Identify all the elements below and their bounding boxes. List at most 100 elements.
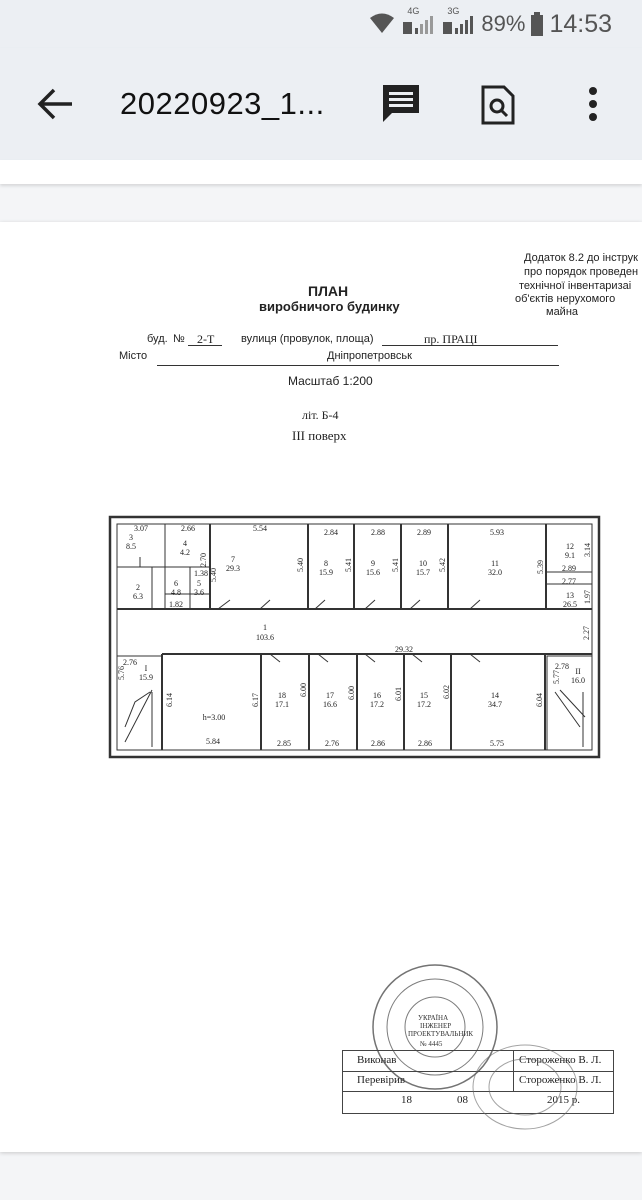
room-3-number: 3 (129, 533, 133, 542)
more-vert-icon[interactable] (587, 86, 599, 122)
room-7-width: 5.54 (253, 524, 267, 533)
dim-1-97: 1.97 (583, 590, 592, 604)
dim-5-40-b: 5.40 (296, 558, 305, 572)
corridor-number: 1 (263, 623, 267, 632)
dim-5-42: 5.42 (438, 558, 447, 572)
room-15-number: 15 (420, 691, 428, 700)
room-16-area: 17.2 (370, 700, 384, 709)
room-9-width: 2.88 (371, 528, 385, 537)
floor-label: III поверх (292, 428, 347, 443)
stair-left (116, 655, 163, 751)
room-17-number: 17 (326, 691, 334, 700)
street-underline (382, 345, 558, 346)
room-13-area: 26.5 (563, 600, 577, 609)
room-9-area: 15.6 (366, 568, 380, 577)
dim-2-70: 2.70 (199, 553, 208, 567)
street-value: пр. ПРАЦІ (424, 332, 478, 346)
room-18-number: 18 (278, 691, 286, 700)
dim-1-38: 1.38 (194, 569, 208, 578)
room-11-area: 32.0 (488, 568, 502, 577)
dim-6-04: 6.04 (535, 693, 544, 707)
room-15-area: 17.2 (417, 700, 431, 709)
stamp-text-2: ІНЖЕНЕР (420, 1022, 451, 1030)
official-stamp-2 (472, 1044, 578, 1130)
room-10-area: 15.7 (416, 568, 430, 577)
stamp-text-3: ПРОЕКТУВАЛЬНИК (408, 1030, 473, 1038)
height-label: h=3.00 (203, 713, 226, 722)
corridor-length: 29.32 (395, 645, 413, 654)
dim-1-82: 1.82 (169, 600, 183, 609)
dim-5-39: 5.39 (536, 560, 545, 574)
dim-3-14: 3.14 (583, 543, 592, 557)
dim-5-76: 5.76 (117, 666, 126, 680)
room-4-number: 4 (183, 539, 187, 548)
room-8-number: 8 (324, 559, 328, 568)
signature-table: Виконав Стороженко В. Л. Перевірив Сторо… (342, 1050, 614, 1114)
stair-I-area: 15.9 (139, 673, 153, 682)
room-9-number: 9 (371, 559, 375, 568)
scale-label: Масштаб 1:200 (288, 374, 373, 388)
floor-plan: 38.53.0744.22.66729.35.54815.92.84915.62… (108, 515, 601, 759)
appendix-line-1: Додаток 8.2 до інструк (524, 252, 638, 264)
room-6-area: 4.8 (171, 588, 181, 597)
room-10-width: 2.89 (417, 528, 431, 537)
document-search-icon[interactable] (480, 84, 516, 126)
room-7-number: 7 (231, 555, 235, 564)
signal-3g-icon: 3G (441, 6, 475, 36)
date-month: 08 (457, 1094, 468, 1106)
room-18-area: 17.1 (275, 700, 289, 709)
room-7-area: 29.3 (226, 564, 240, 573)
dim-5-84: 5.84 (206, 737, 220, 746)
dim-5-40-a: 5.40 (209, 568, 218, 582)
room-11-width: 5.93 (490, 528, 504, 537)
room-12-number: 12 (566, 542, 574, 551)
date-day: 18 (401, 1094, 412, 1106)
room-4-area: 4.2 (180, 548, 190, 557)
stair-right (546, 655, 593, 751)
room-3-area: 8.5 (126, 542, 136, 551)
number-label: № (173, 333, 185, 345)
outer-wall (108, 515, 601, 759)
letter-label: літ. Б-4 (302, 408, 339, 422)
dim-6-14: 6.14 (165, 693, 174, 707)
city-underline (157, 365, 559, 366)
dim-2-77: 2.77 (562, 577, 576, 586)
stair-II-number: II (575, 667, 581, 676)
room-3-width: 3.07 (134, 524, 148, 533)
room-18-width: 2.85 (277, 739, 291, 748)
executed-name: Стороженко В. Л. (519, 1054, 602, 1066)
appendix-line-4: об'єктів нерухомого (515, 293, 616, 305)
dim-5-77: 5.77 (552, 670, 561, 684)
room-14-area: 34.7 (488, 700, 502, 709)
room-5-area: 3.6 (194, 588, 204, 597)
building-number: 2-Т (197, 332, 215, 346)
executed-label: Виконав (357, 1054, 397, 1066)
room-6-number: 6 (174, 579, 178, 588)
city-value: Дніпропетровськ (327, 350, 412, 362)
document-page[interactable]: Додаток 8.2 до інструк про порядок прове… (0, 222, 642, 1152)
wifi-icon (370, 13, 395, 33)
comment-icon[interactable] (380, 82, 422, 124)
dim-6-17: 6.17 (251, 693, 260, 707)
back-arrow-icon[interactable] (36, 88, 74, 120)
dim-2-89: 2.89 (562, 564, 576, 573)
dim-5-41-a: 5.41 (344, 558, 353, 572)
room-16-width: 2.86 (371, 739, 385, 748)
dim-6-01: 6.01 (394, 687, 403, 701)
appendix-line-2: про порядок проведен (524, 266, 639, 278)
room-2-number: 2 (136, 583, 140, 592)
room-17-width: 2.76 (325, 739, 339, 748)
stair-II-width: 2.78 (555, 662, 569, 671)
stamp-number: № 4445 (420, 1040, 443, 1048)
building-label: буд. (147, 333, 168, 345)
appendix-line-3: технічної інвентаризаі (519, 280, 632, 292)
room-17-area: 16.6 (323, 700, 337, 709)
clock: 14:53 (549, 9, 612, 38)
corridor-area: 103.6 (256, 633, 274, 642)
stair-I-width: 2.76 (123, 658, 137, 667)
previous-page-fragment (0, 160, 642, 184)
room-8-width: 2.84 (324, 528, 338, 537)
status-bar: 4G 3G 89% 14:53 (0, 0, 642, 48)
room-14-width: 5.75 (490, 739, 504, 748)
room-11-number: 11 (491, 559, 499, 568)
